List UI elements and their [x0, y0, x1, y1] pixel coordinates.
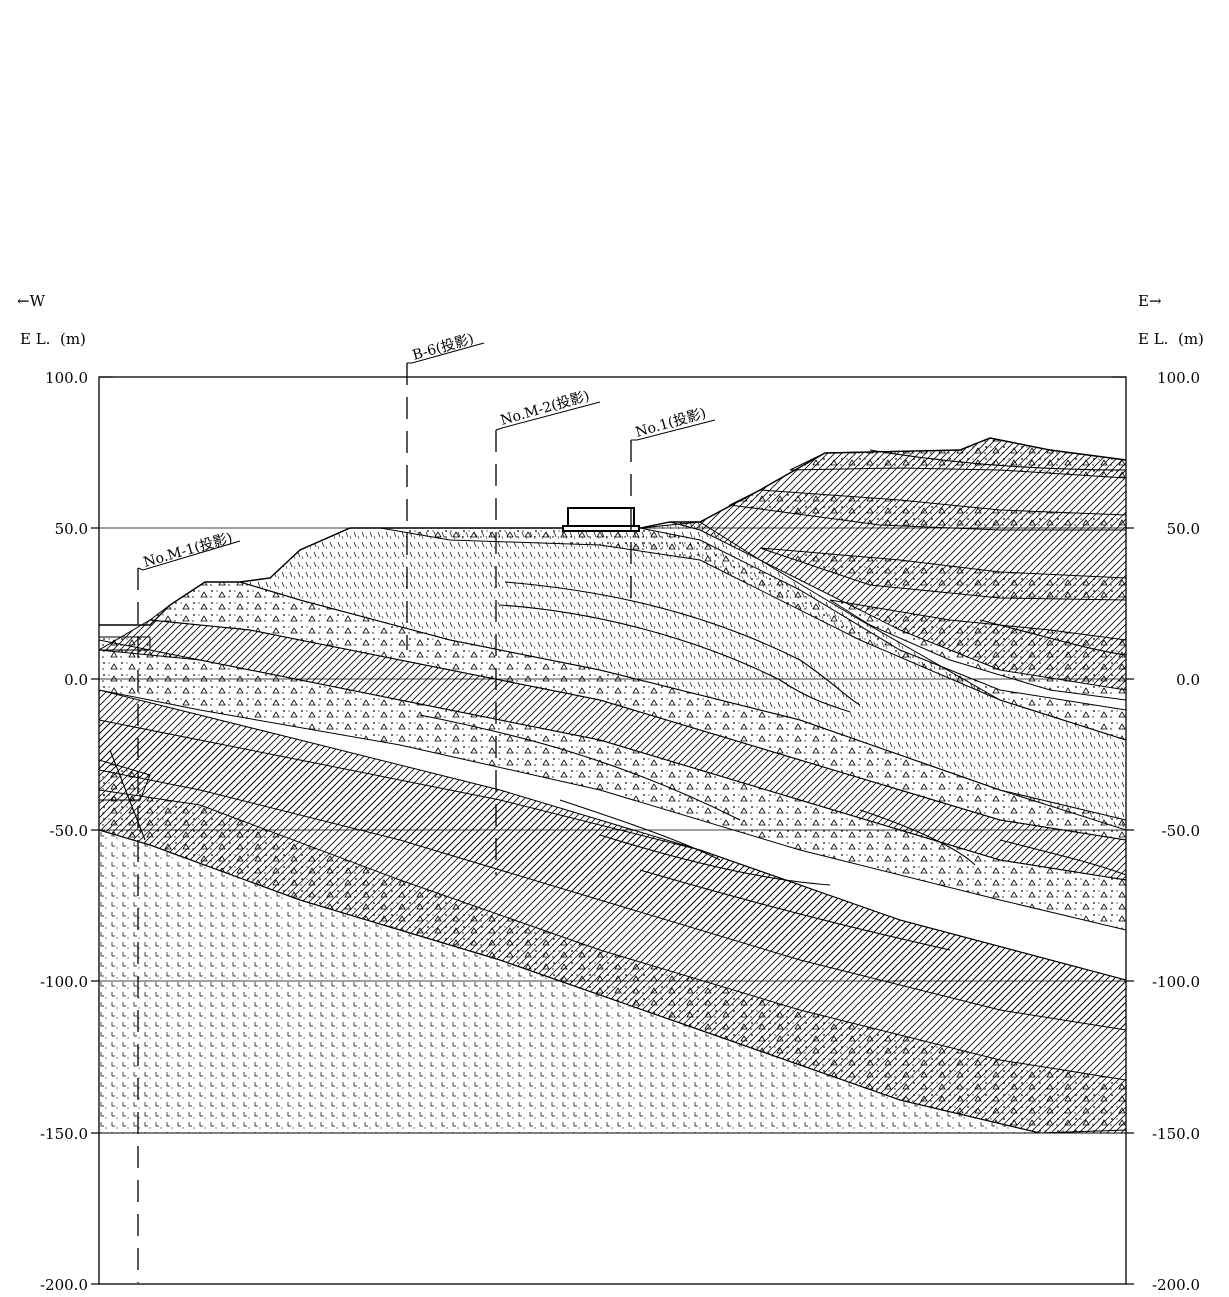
borehole-label-b6: B-6(投影): [411, 331, 476, 364]
right-axis-title: E L. (m): [1138, 330, 1204, 348]
left-tick-label: 0.0: [64, 671, 88, 689]
surface-structure: [562, 507, 640, 532]
breccia-band-east-3: [759, 547, 1126, 601]
borehole-label-m1: No.M-1(投影): [142, 530, 235, 571]
right-tick-label: -150.0: [1152, 1125, 1200, 1143]
right-tick-label: -50.0: [1162, 822, 1200, 840]
left-tick-label: 100.0: [45, 369, 88, 387]
breccia-band-center: [379, 527, 1126, 741]
borehole-m2: [495, 401, 601, 875]
breccia-band-lower: [99, 789, 1126, 1134]
borehole-b6: [406, 342, 485, 650]
east-direction-label: E→: [1138, 292, 1162, 310]
hatched-band-middle: [99, 719, 1126, 1031]
right-tick-label: 50.0: [1167, 520, 1200, 538]
right-tick-label: 100.0: [1157, 369, 1200, 387]
right-tick-label: 0.0: [1176, 671, 1200, 689]
left-axis-title: E L. (m): [20, 330, 86, 348]
west-wedge: [99, 759, 151, 801]
borehole-no1: [630, 419, 716, 610]
breccia-band-east-4: [829, 599, 1126, 701]
thin-seams: [109, 449, 1126, 951]
breccia-band-east-2: [728, 489, 1126, 531]
left-tick-label: 50.0: [55, 520, 88, 538]
breccia-strip-west: [99, 636, 151, 651]
left-tick-label: -50.0: [50, 822, 88, 840]
west-direction-label: ←W: [17, 292, 46, 310]
right-tick-label: -200.0: [1152, 1276, 1200, 1294]
axis-tick-marks: [91, 376, 1134, 1285]
right-axis-labels: 100.0 50.0 0.0 -50.0 -100.0 -150.0 -200.…: [1152, 369, 1200, 1294]
left-tick-label: -100.0: [40, 973, 88, 991]
left-axis-labels: 100.0 50.0 0.0 -50.0 -100.0 -150.0 -200.…: [40, 369, 88, 1294]
borehole-label-no1: No.1(投影): [634, 405, 708, 440]
left-tick-label: -150.0: [40, 1125, 88, 1143]
borehole-m1: [137, 540, 241, 1283]
right-tick-label: -100.0: [1152, 973, 1200, 991]
left-tick-label: -200.0: [40, 1276, 88, 1294]
geology-layers: [99, 437, 1126, 1134]
borehole-label-m2: No.M-2(投影): [499, 388, 592, 429]
